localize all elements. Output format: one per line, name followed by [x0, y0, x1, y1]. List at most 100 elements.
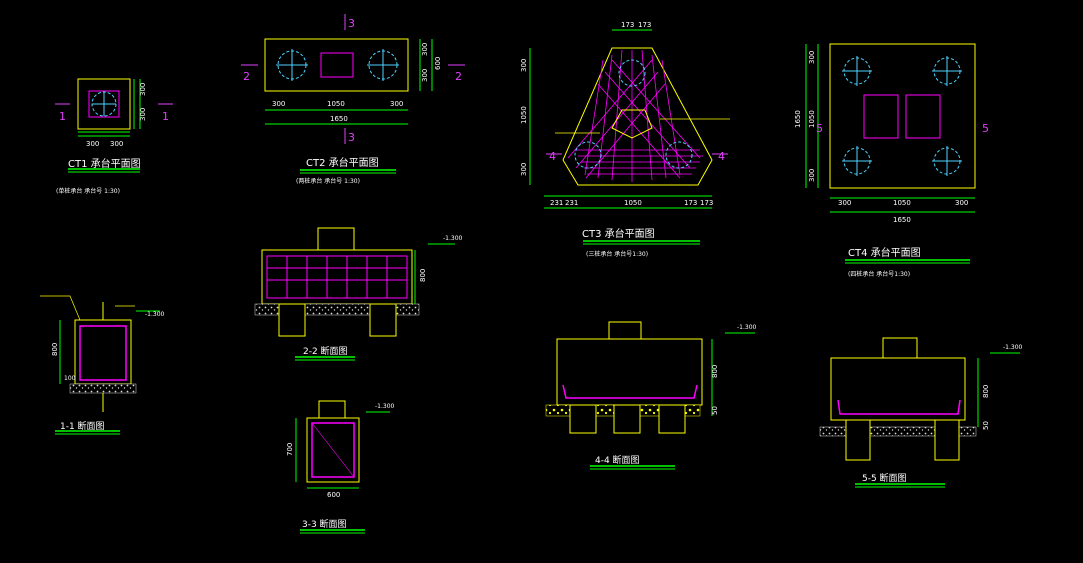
sec3-title: 3-3 断面图: [302, 518, 347, 530]
ct3-mark-right: 4: [718, 150, 725, 163]
ct4-dim-l2: 1050: [808, 110, 816, 128]
ct2-dim-2: 1050: [327, 100, 345, 108]
sec1-dim-2: 100: [64, 375, 76, 382]
ct3-dim-b1: 231: [550, 199, 563, 207]
sec2-column: [317, 227, 355, 251]
ct4-subtitle: (四桩承台 承台号1:30): [848, 270, 910, 278]
sec3-dim-bottom: 600: [327, 491, 340, 499]
ct3-dim-t1: 173: [621, 21, 634, 29]
ct3-column: [611, 109, 653, 139]
sec3-column: [318, 400, 346, 419]
ct3-subtitle: (三桩承台 承台号1:30): [586, 250, 648, 258]
sec3-dim-left: 700: [286, 443, 294, 456]
ct4-dim-b3: 300: [955, 199, 968, 207]
sec2-outline: [261, 249, 413, 305]
ct1-dim-3: 300: [139, 83, 147, 96]
ct2-dim-r1: 300: [421, 43, 429, 56]
sec4-column: [608, 321, 642, 340]
ct3-dim-b5: 173: [700, 199, 713, 207]
sec4-dim-1: 800: [711, 365, 719, 378]
ct2-dim-rtotal: 600: [434, 57, 442, 70]
sec5-dim-2: 50: [982, 421, 990, 430]
ct2-title: CT2 承台平面图: [306, 156, 379, 169]
sec4-elev: -1.300: [737, 324, 757, 331]
sec3-rebar: [311, 422, 355, 478]
ct4-mark-right: 5: [982, 122, 989, 135]
sec3-elev: -1.300: [375, 403, 395, 410]
ct3-dim-l3: 300: [520, 163, 528, 176]
ct3-pile-icon: [665, 141, 693, 169]
ct3-plan: [529, 29, 730, 245]
ct3-dim-b3: 1050: [624, 199, 642, 207]
ct1-title: CT1 承台平面图: [68, 157, 141, 170]
sec1-elev: -1.300: [145, 311, 165, 318]
ct2-mark-left: 2: [243, 70, 250, 83]
sec1-dim-1: 800: [51, 343, 59, 356]
ct3-dim-b2: 231: [565, 199, 578, 207]
sec1-cushion: [69, 383, 137, 394]
sec4-dim-2: 50: [711, 406, 719, 415]
sec4-title: 4-4 断面图: [595, 454, 640, 466]
ct2-mark-top: 3: [348, 17, 355, 30]
ct4-title: CT4 承台平面图: [848, 246, 921, 259]
ct2-plan: [241, 14, 465, 174]
section-3-3: [295, 400, 390, 534]
sec5-pile: [934, 419, 960, 461]
sec1-rebar: [79, 325, 127, 381]
sec4-rebar: [562, 384, 698, 399]
ct1-plan: [55, 78, 173, 173]
section-4-4: [545, 321, 755, 470]
ct4-dim-b1: 300: [838, 199, 851, 207]
sec4-pile: [613, 404, 641, 434]
sec2-elev: -1.300: [443, 235, 463, 242]
ct4-column: [863, 94, 899, 139]
ct4-plan: [805, 43, 976, 264]
section-5-5: [819, 337, 1020, 488]
sec2-pile: [369, 303, 397, 337]
ct3-outline: [562, 47, 713, 186]
sec1-title: 1-1 断面图: [60, 420, 105, 432]
ct2-dim-3: 300: [390, 100, 403, 108]
ct1-outline: [77, 78, 131, 130]
ct4-outline: [829, 43, 976, 189]
sec2-dim-1: 800: [419, 269, 427, 282]
ct4-dim-total: 1650: [893, 216, 911, 224]
sec2-rebar-grid: [266, 255, 408, 299]
ct4-dim-l3: 300: [808, 169, 816, 182]
ct4-dim-ltotal: 1650: [794, 110, 802, 128]
sec5-outline: [830, 357, 966, 421]
ct3-dim-t2: 173: [638, 21, 651, 29]
ct3-rebar-mesh: [567, 49, 703, 182]
ct4-column: [905, 94, 941, 139]
ct1-subtitle: (单桩承台 承台号 1:30): [56, 187, 120, 195]
sec5-cushion: [819, 426, 977, 437]
ct1-column: [88, 90, 120, 118]
ct2-mark-right: 2: [455, 70, 462, 83]
sec2-cushion: [254, 303, 420, 316]
ct2-subtitle: (两桩承台 承台号 1:30): [296, 177, 360, 185]
ct3-mark-left: 4: [549, 150, 556, 163]
sec2-title: 2-2 断面图: [303, 345, 348, 357]
sec2-pile: [278, 303, 306, 337]
sec1-outline: [74, 319, 132, 385]
ct4-dim-l1: 300: [808, 51, 816, 64]
ct2-dim-r2: 300: [421, 69, 429, 82]
sec5-column: [882, 337, 918, 359]
ct3-pile-icon: [574, 141, 602, 169]
section-2-2: [254, 227, 455, 361]
ct4-dim-b2: 1050: [893, 199, 911, 207]
ct1-mark-left: 1: [59, 110, 66, 123]
sec4-outline: [556, 338, 703, 406]
sec5-dim-1: 800: [982, 385, 990, 398]
ct3-dim-l1: 300: [520, 59, 528, 72]
ct1-dim-4: 300: [139, 108, 147, 121]
sec4-pile: [658, 404, 686, 434]
ct3-pile-icon: [618, 59, 646, 87]
sec4-pile: [569, 404, 597, 434]
section-1-1: [40, 295, 160, 435]
ct2-dim-1: 300: [272, 100, 285, 108]
sec5-title: 5-5 断面图: [862, 472, 907, 484]
ct1-mark-right: 1: [162, 110, 169, 123]
ct3-dim-l2: 1050: [520, 106, 528, 124]
